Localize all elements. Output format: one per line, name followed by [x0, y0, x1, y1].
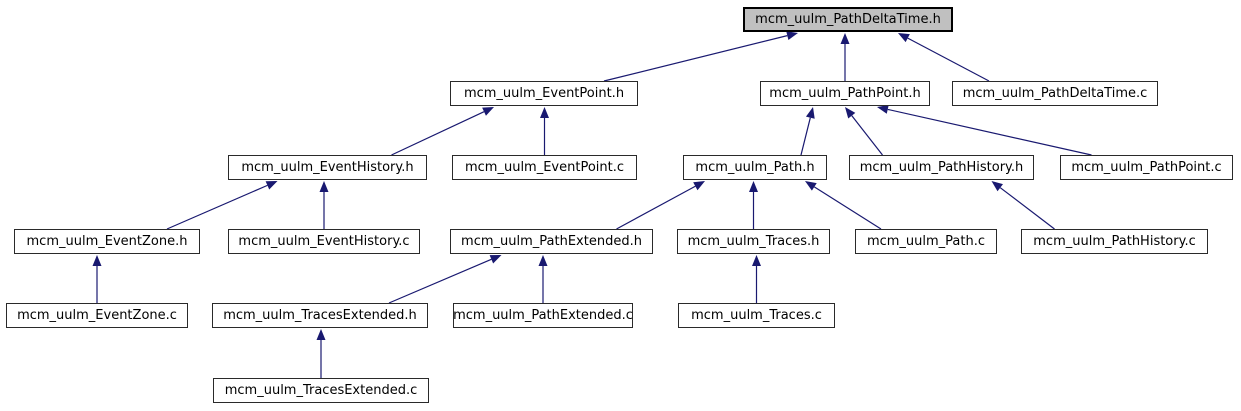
node-PathExtended_h[interactable]: mcm_uulm_PathExtended.h	[450, 229, 653, 254]
arrowhead-PathExtended_h-to-Path_h	[693, 181, 705, 191]
node-PathPoint_c[interactable]: mcm_uulm_PathPoint.c	[1060, 155, 1233, 180]
node-TracesExtended_h[interactable]: mcm_uulm_TracesExtended.h	[212, 303, 428, 328]
arrowhead-Traces_h-to-Path_h	[749, 181, 758, 192]
arrowhead-PathExtended_c-to-PathExtended_h	[538, 255, 548, 266]
arrowhead-EventPoint_h-to-PathDeltaTime_h	[786, 31, 798, 41]
node-Path_c[interactable]: mcm_uulm_Path.c	[855, 229, 997, 254]
node-EventHistory_c[interactable]: mcm_uulm_EventHistory.c	[228, 229, 420, 254]
edge-PathHistory_h-to-PathPoint_h	[851, 115, 883, 156]
node-EventPoint_h[interactable]: mcm_uulm_EventPoint.h	[450, 81, 638, 106]
node-PathExtended_c[interactable]: mcm_uulm_PathExtended.c	[453, 303, 633, 328]
arrowhead-EventZone_h-to-EventHistory_h	[265, 181, 278, 190]
node-PathPoint_h[interactable]: mcm_uulm_PathPoint.h	[760, 81, 930, 106]
node-TracesExtended_c[interactable]: mcm_uulm_TracesExtended.c	[213, 378, 429, 403]
node-PathDeltaTime_c[interactable]: mcm_uulm_PathDeltaTime.c	[952, 81, 1158, 106]
arrowhead-TracesExtended_h-to-PathExtended_h	[489, 255, 502, 264]
node-PathDeltaTime_h: mcm_uulm_PathDeltaTime.h	[743, 7, 953, 32]
node-EventHistory_h[interactable]: mcm_uulm_EventHistory.h	[228, 155, 427, 180]
node-PathHistory_c[interactable]: mcm_uulm_PathHistory.c	[1021, 229, 1208, 254]
arrowhead-PathPoint_h-to-PathDeltaTime_h	[840, 33, 850, 44]
edge-PathPoint_c-to-PathPoint_h	[887, 108, 1092, 156]
arrowhead-Path_h-to-PathPoint_h	[805, 107, 815, 119]
edge-EventHistory_h-to-EventPoint_h	[391, 111, 485, 156]
arrowhead-EventHistory_h-to-EventPoint_h	[482, 107, 494, 116]
node-Traces_h[interactable]: mcm_uulm_Traces.h	[677, 229, 830, 254]
edge-PathHistory_c-to-PathHistory_h	[999, 187, 1055, 230]
node-PathHistory_h[interactable]: mcm_uulm_PathHistory.h	[849, 155, 1034, 180]
arrowhead-Traces_c-to-Traces_h	[752, 255, 761, 266]
arrowhead-Path_c-to-Path_h	[805, 181, 817, 191]
edge-EventPoint_h-to-PathDeltaTime_h	[603, 35, 788, 82]
arrowhead-PathDeltaTime_c-to-PathDeltaTime_h	[898, 33, 910, 43]
arrowhead-EventHistory_c-to-EventHistory_h	[319, 181, 329, 192]
edge-EventZone_h-to-EventHistory_h	[166, 184, 268, 230]
node-Traces_c[interactable]: mcm_uulm_Traces.c	[678, 303, 835, 328]
edge-Path_c-to-Path_h	[813, 186, 882, 230]
node-EventZone_c[interactable]: mcm_uulm_EventZone.c	[6, 303, 188, 328]
arrowhead-PathHistory_h-to-PathPoint_h	[845, 107, 856, 119]
arrowhead-PathHistory_c-to-PathHistory_h	[991, 181, 1003, 192]
node-EventZone_h[interactable]: mcm_uulm_EventZone.h	[14, 229, 200, 254]
edge-PathExtended_h-to-Path_h	[616, 185, 696, 230]
edge-TracesExtended_h-to-PathExtended_h	[388, 258, 492, 304]
arrowhead-EventZone_c-to-EventZone_h	[92, 255, 102, 266]
edge-PathDeltaTime_c-to-PathDeltaTime_h	[907, 37, 990, 82]
node-Path_h[interactable]: mcm_uulm_Path.h	[683, 155, 827, 180]
node-EventPoint_c[interactable]: mcm_uulm_EventPoint.c	[452, 155, 637, 180]
arrowhead-TracesExtended_c-to-TracesExtended_h	[316, 329, 326, 340]
arrowhead-PathPoint_c-to-PathPoint_h	[877, 105, 889, 114]
arrowhead-EventPoint_c-to-EventPoint_h	[540, 107, 549, 118]
edge-Path_h-to-PathPoint_h	[800, 117, 811, 156]
